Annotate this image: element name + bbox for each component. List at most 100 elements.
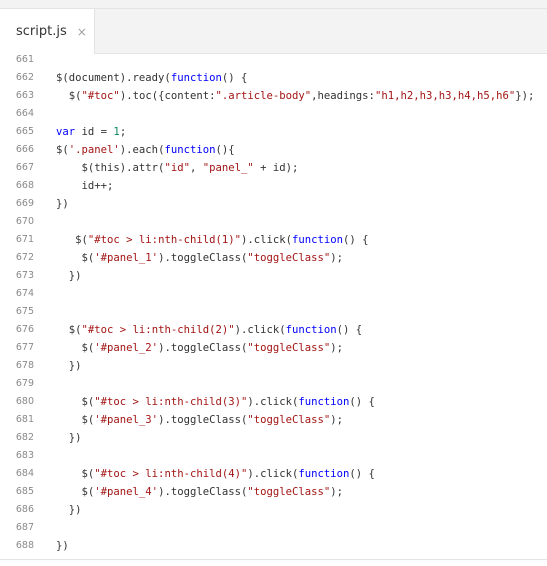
line-number: 686	[15, 504, 34, 515]
line-indent	[56, 486, 82, 498]
code-token: 1	[113, 126, 120, 138]
code-token: $(this).attr(	[81, 162, 165, 174]
line-number: 683	[15, 450, 34, 461]
code-token: "#toc"	[81, 90, 120, 102]
code-line: 686 })	[0, 501, 547, 519]
code-token: () {	[221, 72, 248, 84]
line-indent	[56, 414, 82, 426]
code-token: () {	[336, 324, 363, 336]
line-number: 663	[15, 90, 34, 101]
line-number: 671	[15, 234, 34, 245]
code-token: ;	[119, 126, 127, 138]
line-number: 665	[15, 126, 34, 137]
code-line: 672 $('#panel_1').toggleClass("toggleCla…	[0, 249, 547, 267]
code-token: "panel_"	[202, 162, 254, 174]
line-indent	[56, 342, 82, 354]
line-number: 664	[15, 108, 34, 119]
code-area[interactable]: 661 662$(document).ready(function() {663 …	[0, 51, 547, 555]
window-top-strip	[0, 0, 547, 9]
code-line: 661	[0, 51, 547, 69]
code-token: );	[330, 252, 344, 264]
line-indent	[56, 396, 82, 408]
line-source: $("#toc > li:nth-child(2)").click(functi…	[56, 321, 362, 339]
code-line: 677 $('#panel_2').toggleClass("toggleCla…	[0, 339, 547, 357]
code-line: 662$(document).ready(function() {	[0, 69, 547, 87]
code-token: })	[56, 540, 69, 552]
code-token: function	[292, 234, 344, 246]
code-token: function	[285, 324, 337, 336]
code-token: ).toggleClass(	[158, 486, 248, 498]
line-source: $('#panel_4').toggleClass("toggleClass")…	[56, 483, 344, 501]
line-number: 666	[15, 144, 34, 155]
code-token: function	[298, 396, 350, 408]
code-token: function	[164, 144, 216, 156]
code-line: 664	[0, 105, 547, 123]
code-line: 680 $("#toc > li:nth-child(3)").click(fu…	[0, 393, 547, 411]
line-source: var id = 1;	[56, 123, 126, 141]
code-line: 685 $('#panel_4').toggleClass("toggleCla…	[0, 483, 547, 501]
code-token: ).click(	[234, 324, 286, 336]
code-line: 687	[0, 519, 547, 537]
code-token: })	[68, 432, 82, 444]
line-number: 685	[15, 486, 34, 497]
code-token: "toggleClass"	[247, 414, 331, 426]
line-indent	[56, 90, 69, 102]
line-source: $(this).attr("id", "panel_" + id);	[56, 159, 299, 177]
line-number: 673	[15, 270, 34, 281]
line-indent	[56, 504, 69, 516]
line-source: $("#toc > li:nth-child(3)").click(functi…	[56, 393, 375, 411]
tab-script-js[interactable]: script.js ×	[0, 9, 95, 54]
line-source: $("#toc > li:nth-child(4)").click(functi…	[56, 465, 375, 483]
line-source: })	[56, 501, 82, 519]
code-line: 682 })	[0, 429, 547, 447]
code-token: "toggleClass"	[247, 486, 331, 498]
tab-bar: script.js ×	[0, 9, 547, 54]
code-token: ).click(	[240, 234, 293, 246]
code-token: ).toc({content:	[119, 90, 216, 102]
code-line: 678 })	[0, 357, 547, 375]
line-number: 676	[15, 324, 34, 335]
code-line: 675	[0, 303, 547, 321]
code-line: 665 var id = 1;	[0, 123, 547, 141]
line-source: })	[56, 195, 69, 213]
line-source: $(document).ready(function() {	[56, 69, 247, 87]
code-token: $(	[68, 90, 82, 102]
line-number: 678	[15, 360, 34, 371]
line-number: 680	[15, 396, 34, 407]
code-token: "h1,h2,h3,h3,h4,h5,h6"	[374, 90, 516, 102]
code-token: "#toc > li:nth-child(4)"	[94, 468, 248, 480]
line-indent	[56, 162, 82, 174]
code-token: $(	[81, 396, 95, 408]
line-number: 668	[15, 180, 34, 191]
code-token: $(	[75, 234, 88, 246]
code-token: "#toc > li:nth-child(1)"	[87, 234, 241, 246]
code-token: $(	[81, 468, 95, 480]
line-source: $("#toc").toc({content:".article-body",h…	[56, 87, 535, 105]
code-token: '#panel_2'	[94, 342, 159, 354]
line-source: $('#panel_1').toggleClass("toggleClass")…	[56, 249, 344, 267]
code-token: );	[330, 342, 344, 354]
code-token: ".article-body"	[215, 90, 312, 102]
code-token: id =	[75, 126, 114, 138]
code-line: 684 $("#toc > li:nth-child(4)").click(fu…	[0, 465, 547, 483]
code-line: 671 $("#toc > li:nth-child(1)").click(fu…	[0, 231, 547, 249]
code-line: 663 $("#toc").toc({content:".article-bod…	[0, 87, 547, 105]
code-line: 669})	[0, 195, 547, 213]
line-number: 661	[15, 54, 34, 65]
code-token: ,headings:	[311, 90, 375, 102]
code-line: 667 $(this).attr("id", "panel_" + id);	[0, 159, 547, 177]
code-token: })	[68, 504, 82, 516]
code-token: "#toc > li:nth-child(2)"	[81, 324, 235, 336]
code-token: () {	[349, 468, 375, 480]
code-token: $(	[81, 252, 95, 264]
line-number: 672	[15, 252, 34, 263]
code-token: ).click(	[247, 396, 299, 408]
close-icon[interactable]: ×	[76, 24, 87, 39]
code-token: });	[515, 90, 535, 102]
line-indent	[56, 468, 82, 480]
code-line: 676 $("#toc > li:nth-child(2)").click(fu…	[0, 321, 547, 339]
code-token: '#panel_4'	[94, 486, 159, 498]
code-token: })	[68, 360, 82, 372]
code-line: 668 id++;	[0, 177, 547, 195]
